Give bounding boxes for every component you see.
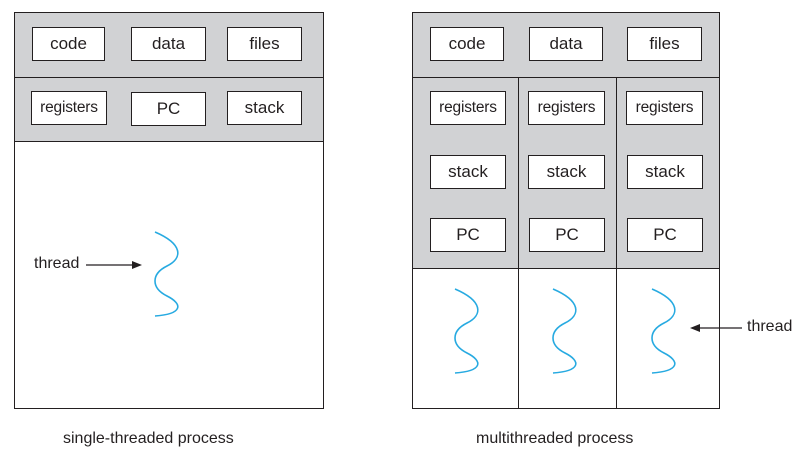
multi-thread3-wave-icon: [651, 288, 676, 374]
single-data-box: data: [131, 27, 206, 61]
single-thread-area: [14, 141, 324, 409]
multi-column-divider-1: [518, 77, 519, 409]
multi-files-box: files: [627, 27, 702, 61]
multi-thread1-stack-box: stack: [430, 155, 506, 189]
multi-data-box: data: [529, 27, 603, 61]
multi-thread1-wave-icon: [454, 288, 479, 374]
multi-thread2-registers-box: registers: [528, 91, 605, 125]
multi-caption: multithreaded process: [476, 430, 634, 447]
multi-code-box: code: [430, 27, 504, 61]
single-thread-wave-icon: [154, 231, 179, 317]
single-stack-box: stack: [227, 91, 302, 125]
multi-thread2-stack-box: stack: [528, 155, 605, 189]
multi-column-divider-2: [616, 77, 617, 409]
single-files-box: files: [227, 27, 302, 61]
multi-thread1-pc-box: PC: [430, 218, 506, 252]
multi-thread-label: thread: [747, 318, 793, 335]
multi-thread3-pc-box: PC: [627, 218, 703, 252]
multi-thread2-wave-icon: [552, 288, 577, 374]
single-thread-arrow-icon: [86, 261, 142, 269]
single-pc-box: PC: [131, 92, 206, 126]
multi-thread-arrow-icon: [690, 324, 742, 332]
single-caption: single-threaded process: [63, 430, 234, 447]
multi-thread-area: [412, 268, 720, 409]
single-registers-box: registers: [31, 91, 107, 125]
multi-thread3-stack-box: stack: [627, 155, 703, 189]
multi-thread1-registers-box: registers: [430, 91, 506, 125]
single-code-box: code: [32, 27, 105, 61]
multi-thread2-pc-box: PC: [529, 218, 605, 252]
multi-thread3-registers-box: registers: [626, 91, 703, 125]
single-thread-label: thread: [34, 255, 80, 272]
